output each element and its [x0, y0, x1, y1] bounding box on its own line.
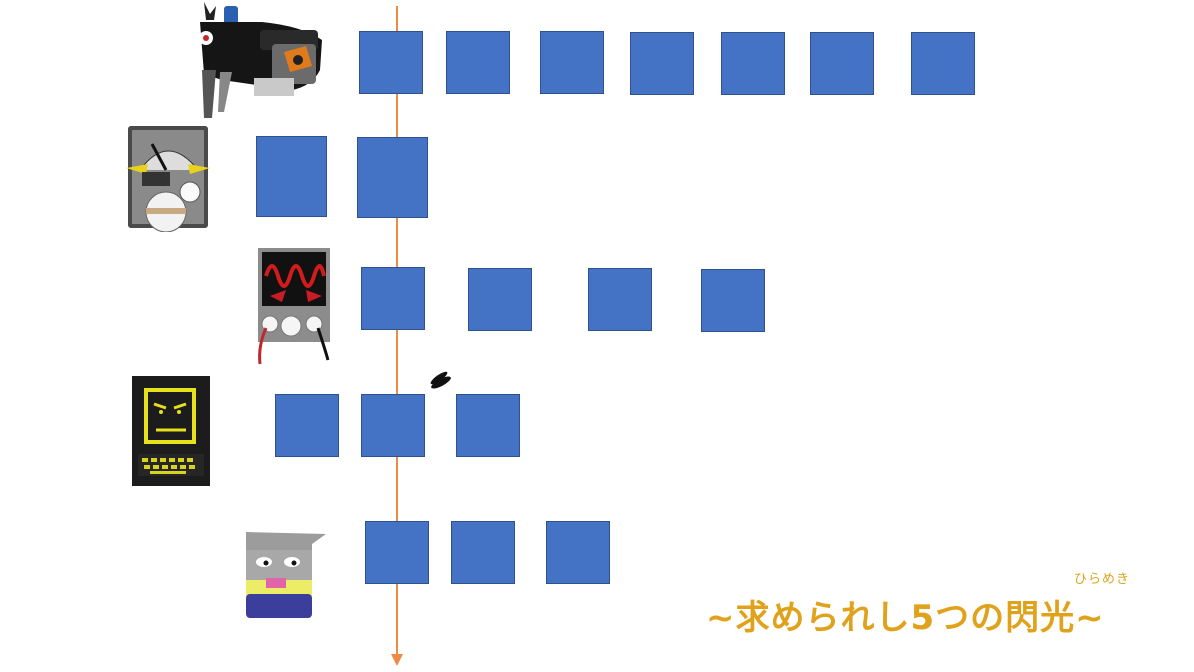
row4-square: [275, 394, 339, 457]
row1-square: [630, 32, 694, 95]
row1-square: [911, 32, 975, 95]
row1-square: [721, 32, 785, 95]
row4-square: [361, 394, 425, 457]
row1-square: [446, 31, 510, 94]
timeline-arrow: [391, 654, 403, 666]
timeline-line: [396, 6, 398, 658]
row3-square: [701, 269, 765, 332]
row2-square: [357, 137, 428, 218]
row1-square: [359, 31, 423, 94]
title-ruby: ひらめき: [1074, 572, 1131, 587]
meter-character: [126, 126, 210, 232]
oscilloscope-character: [258, 248, 330, 365]
row2-square: [256, 136, 327, 217]
cylinder-character: [246, 532, 326, 618]
row1-square: [540, 31, 604, 94]
row3-square: [361, 267, 425, 330]
row1-square: [810, 32, 874, 95]
black-machine-character: [199, 2, 322, 118]
row4-square: [456, 394, 520, 457]
title-text: ~求められし5つの閃光~: [706, 598, 1105, 638]
row5-square: [365, 521, 429, 584]
row5-square: [546, 521, 610, 584]
row3-square: [588, 268, 652, 331]
row5-square: [451, 521, 515, 584]
laptop-character: [132, 376, 210, 486]
row3-square: [468, 268, 532, 331]
